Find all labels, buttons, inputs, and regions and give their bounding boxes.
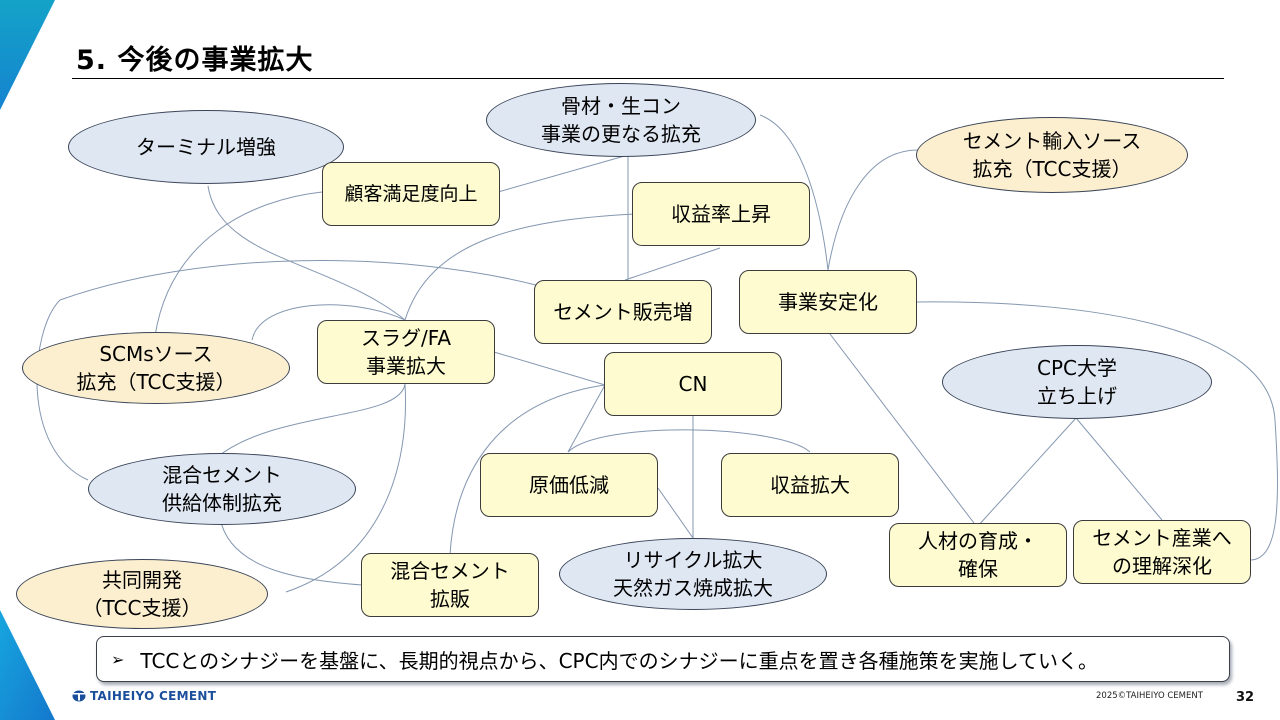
connector bbox=[493, 351, 606, 386]
node-cost-reduction: 原価低減 bbox=[480, 453, 658, 517]
connector bbox=[1075, 417, 1163, 521]
connector bbox=[251, 304, 406, 341]
page-number: 32 bbox=[1236, 690, 1255, 705]
node-blended-sales: 混合セメント 拡販 bbox=[361, 553, 539, 617]
connector bbox=[219, 517, 363, 586]
connector bbox=[976, 417, 1077, 528]
connector bbox=[915, 301, 1278, 561]
node-cement-import: セメント輸入ソース 拡充（TCC支援） bbox=[916, 117, 1188, 193]
node-terminal: ターミナル増強 bbox=[68, 110, 344, 184]
connector bbox=[207, 185, 406, 321]
node-joint-development: 共同開発 （TCC支援） bbox=[16, 559, 268, 629]
connector bbox=[759, 114, 829, 271]
connector bbox=[624, 247, 721, 281]
node-recycle: リサイクル拡大 天然ガス焼成拡大 bbox=[559, 538, 827, 610]
connector bbox=[827, 149, 919, 271]
node-slag-fa: スラグ/FA 事業拡大 bbox=[317, 320, 495, 384]
connector bbox=[285, 383, 407, 593]
summary-text: TCCとのシナジーを基盤に、長期的視点から、CPC内でのシナジーに重点を置き各種… bbox=[140, 648, 1098, 673]
connector bbox=[219, 383, 406, 456]
node-industry-understanding: セメント産業へ の理解深化 bbox=[1073, 520, 1251, 584]
logo-mark-icon bbox=[72, 690, 86, 702]
title-divider bbox=[72, 78, 1224, 79]
logo-text: TAIHEIYO CEMENT bbox=[90, 689, 217, 703]
node-cpc-university: CPC大学 立ち上げ bbox=[942, 345, 1212, 419]
connector bbox=[497, 154, 629, 193]
node-talent: 人材の育成・ 確保 bbox=[889, 523, 1067, 587]
connector bbox=[36, 260, 541, 481]
node-profit-expansion: 収益拡大 bbox=[721, 453, 899, 517]
connector bbox=[449, 384, 606, 556]
node-scms: SCMsソース 拡充（TCC支援） bbox=[22, 332, 290, 404]
connector bbox=[657, 487, 694, 539]
connector bbox=[404, 213, 636, 321]
copyright: 2025©TAIHEIYO CEMENT bbox=[1096, 691, 1203, 701]
node-blended-supply: 混合セメント 供給体制拡充 bbox=[88, 453, 356, 525]
node-cement-sales: セメント販売増 bbox=[534, 280, 712, 344]
corner-decoration-top bbox=[0, 0, 55, 110]
company-logo: TAIHEIYO CEMENT bbox=[72, 689, 216, 703]
node-cn: CN bbox=[604, 352, 782, 416]
slide-title: 5. 今後の事業拡大 bbox=[76, 45, 314, 76]
connector bbox=[567, 429, 811, 453]
node-customer-satisfaction: 顧客満足度向上 bbox=[322, 162, 500, 226]
connector bbox=[567, 384, 606, 453]
connector bbox=[829, 333, 978, 528]
node-aggregate: 骨材・生コン 事業の更なる拡充 bbox=[486, 83, 756, 157]
summary-banner: ➢ TCCとのシナジーを基盤に、長期的視点から、CPC内でのシナジーに重点を置き… bbox=[96, 636, 1230, 682]
corner-decoration-bottom bbox=[0, 610, 55, 720]
node-profit-rate: 収益率上昇 bbox=[632, 182, 810, 246]
node-business-stability: 事業安定化 bbox=[739, 270, 917, 334]
connector bbox=[154, 191, 323, 337]
arrow-bullet-icon: ➢ bbox=[111, 649, 125, 669]
